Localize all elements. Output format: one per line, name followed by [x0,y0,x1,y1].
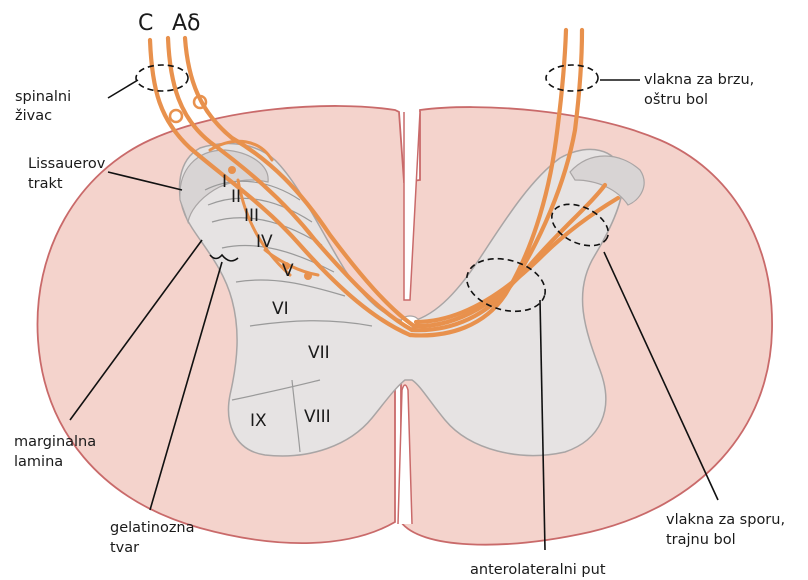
label-lissauer-2: trakt [28,176,63,192]
label-a-delta-fibers: Aδ [172,11,201,36]
lamina-V: V [282,261,294,281]
label-slow-fibers-2: trajnu bol [666,532,736,548]
label-fast-fibers-1: vlakna za brzu, [644,72,754,88]
label-slow-fibers-1: vlakna za sporu, [666,512,785,528]
lamina-I: I [222,172,227,192]
lamina-III: III [244,206,259,226]
label-c-fibers: C [138,11,153,36]
spinal-nerve-bundle-marker [136,65,188,91]
label-lissauer-1: Lissauerov [28,156,106,172]
label-gelatinous-1: gelatinozna [110,520,195,536]
lamina-II: II [231,187,241,207]
lamina-IX: IX [250,411,267,431]
lamina-VI: VI [272,299,289,319]
label-gelatinous-2: tvar [110,540,139,556]
label-spinal-nerve-1: spinalni [15,89,71,105]
lamina-VIII: VIII [304,407,331,427]
label-marginal-2: lamina [14,454,63,470]
label-marginal-1: marginalna [14,434,96,450]
label-anterolateral: anterolateralni put [470,562,606,578]
lamina-VII: VII [308,343,330,363]
lamina-IV: IV [256,232,273,252]
fast-pain-fibers-marker [546,65,598,91]
label-spinal-nerve-2: živac [15,108,52,124]
label-fast-fibers-2: oštru bol [644,92,708,108]
